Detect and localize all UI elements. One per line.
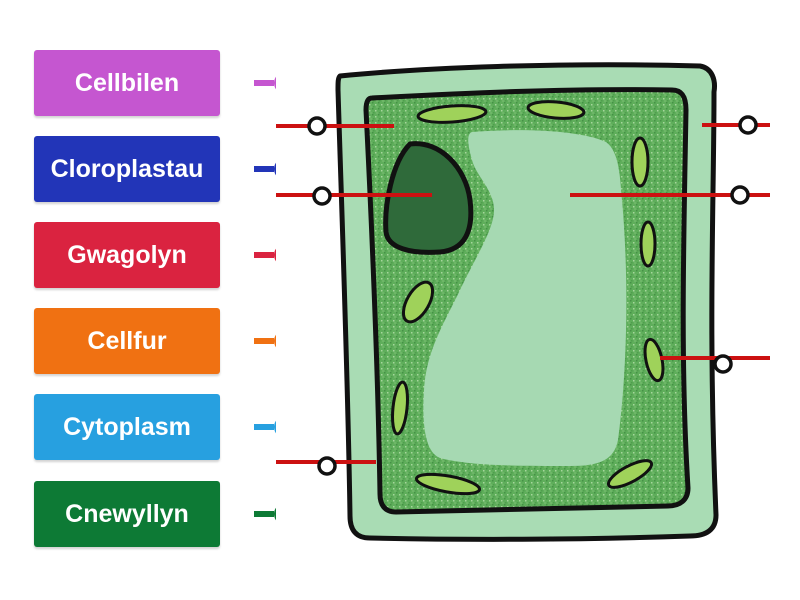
chloroplast [416, 104, 488, 124]
drop-target[interactable] [312, 186, 332, 206]
drop-target[interactable] [713, 354, 733, 374]
vacuole [423, 130, 627, 466]
label-connector [254, 252, 274, 258]
chloroplast [630, 136, 650, 188]
nucleus [383, 141, 474, 255]
drop-target[interactable] [317, 456, 337, 476]
drop-target[interactable] [307, 116, 327, 136]
chloroplast [606, 459, 654, 489]
label-connector [254, 166, 274, 172]
label-connector [254, 80, 274, 86]
drop-target[interactable] [738, 115, 758, 135]
chloroplast [526, 100, 586, 120]
chloroplast [639, 220, 657, 268]
drop-target[interactable] [730, 185, 750, 205]
chloroplast [401, 280, 435, 324]
drop-targets [307, 115, 758, 476]
label-connector [254, 424, 274, 430]
chloroplast [414, 472, 482, 496]
label-connector [254, 338, 274, 344]
chloroplast [391, 380, 409, 436]
label-connector [254, 511, 274, 517]
